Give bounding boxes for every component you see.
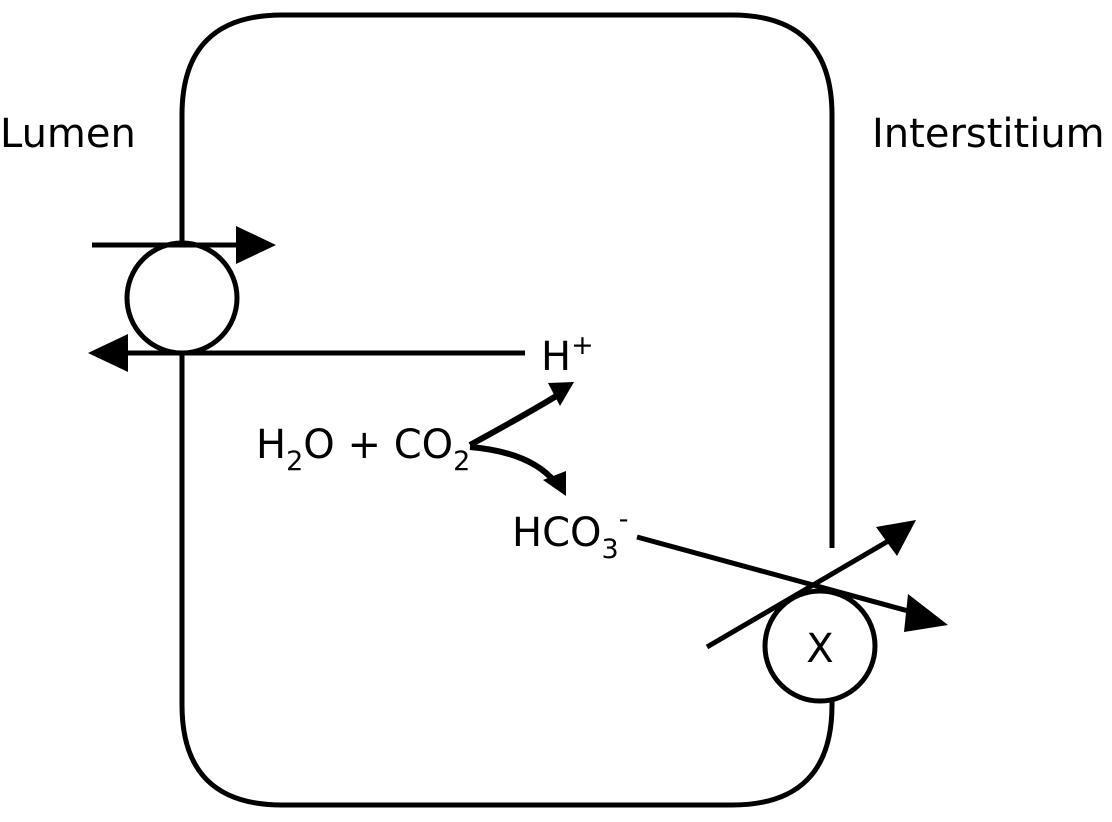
hydrogen-ion-label: H+ — [541, 330, 594, 380]
dissociation-arrow-bicarb — [469, 444, 558, 484]
water-subscript: 2 — [286, 446, 303, 477]
bicarb-efflux-line — [636, 534, 913, 615]
water-o-plus-co: O + CO — [303, 422, 453, 468]
dissociation-arrow-hplus — [468, 392, 560, 448]
hplus-superscript: + — [571, 330, 594, 361]
bicarb-base: HCO — [512, 510, 602, 556]
bicarb-efflux-arrowhead — [904, 594, 948, 632]
luminal-transporter — [124, 240, 240, 356]
hplus-secretion-arrowhead — [88, 334, 128, 372]
lumen-label: Lumen — [0, 111, 136, 157]
basolateral-transporter — [762, 588, 878, 704]
influx-arrowhead — [236, 226, 276, 264]
hplus-base: H — [541, 334, 571, 380]
bicarbonate-label: HCO3- — [512, 504, 628, 565]
dissociation-arrowhead-hplus — [548, 382, 574, 406]
counter-ion-line — [705, 537, 892, 650]
interstitium-label: Interstitium — [872, 111, 1105, 157]
bicarb-superscript: - — [619, 504, 629, 535]
counter-ion-arrowhead — [876, 520, 916, 556]
water-h: H — [256, 422, 286, 468]
bicarb-subscript: 3 — [602, 534, 619, 565]
dissociation-arrowhead-bicarb — [543, 471, 566, 496]
transporter-x-label: X — [806, 626, 833, 672]
water-co2-label: H2O + CO2 — [256, 422, 470, 477]
co2-subscript: 2 — [453, 446, 470, 477]
cell-membrane — [179, 12, 835, 808]
